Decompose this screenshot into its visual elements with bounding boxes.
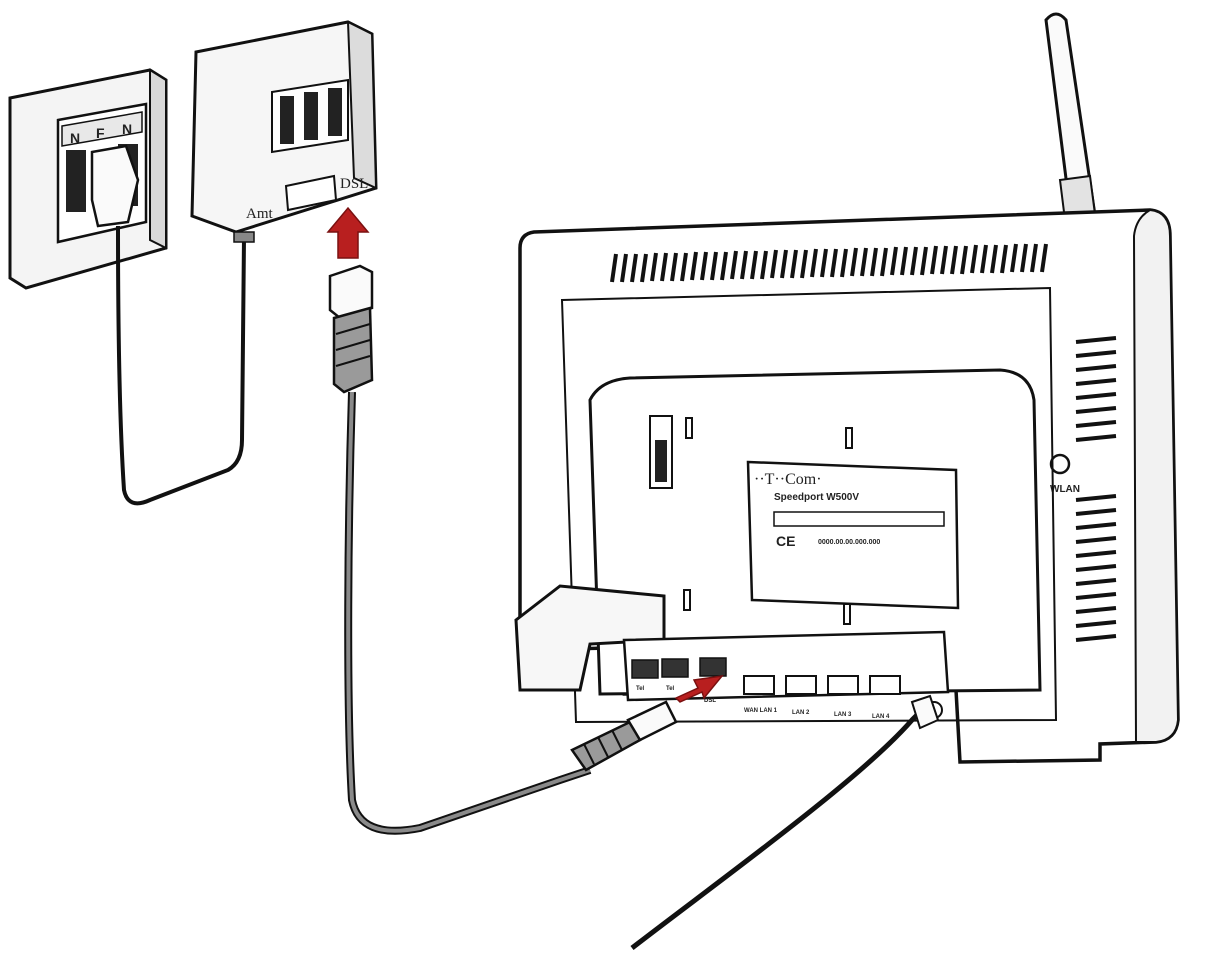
- power-plug: [912, 696, 938, 728]
- socket-label-f: F: [96, 125, 105, 141]
- lan-port-4: [870, 676, 900, 694]
- serial-number: 0000.00.00.000.000: [818, 539, 880, 546]
- router: WLAN ··T··Com· Speedport W500V CE 0000.0…: [516, 14, 1178, 762]
- tae-plug: [92, 146, 138, 226]
- model-name: Speedport W500V: [774, 492, 859, 503]
- tel-port-1: [632, 660, 658, 678]
- lan-port-4-label: LAN 4: [872, 714, 890, 720]
- tel-port-1-label: Tel: [636, 686, 645, 692]
- product-label: ··T··Com· Speedport W500V CE 0000.00.00.…: [748, 462, 958, 608]
- lan-port-1-label: WAN LAN 1: [744, 708, 778, 714]
- splitter-label-dsl: DSL: [340, 176, 368, 192]
- splitter-label-amt: Amt: [246, 206, 274, 222]
- wlan-label: WLAN: [1050, 484, 1080, 495]
- tel-port-2: [662, 659, 688, 677]
- tel-port-2-label: Tel: [666, 686, 675, 692]
- socket-label-n2: N: [122, 121, 132, 137]
- lan-port-2-label: LAN 2: [792, 710, 810, 716]
- ce-mark-icon: CE: [776, 533, 795, 549]
- wlan-button: [1051, 455, 1069, 473]
- brand-logo-text: ··T··Com·: [754, 471, 822, 488]
- phone-cable: [118, 226, 244, 503]
- lan-port-1: [744, 676, 774, 694]
- power-cable: [632, 712, 920, 948]
- rj45-plug-bottom: [572, 702, 676, 770]
- lan-port-3: [828, 676, 858, 694]
- lan-port-2: [786, 676, 816, 694]
- socket-jack-left: [66, 150, 86, 212]
- arrow-up-icon: [328, 208, 368, 258]
- dsl-port: [700, 658, 726, 676]
- rj45-plug-top: [330, 266, 372, 392]
- socket-label-n1: N: [70, 130, 80, 146]
- dsl-port-label: DSL: [704, 698, 716, 704]
- lan-port-3-label: LAN 3: [834, 712, 852, 718]
